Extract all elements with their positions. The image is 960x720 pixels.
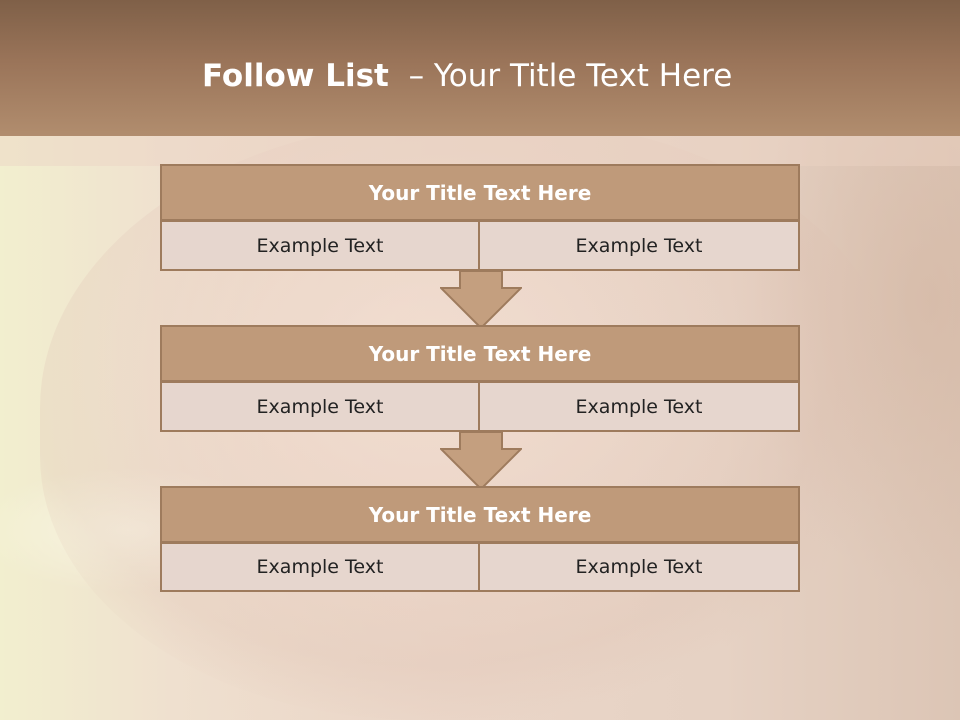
block-cell-right: Example Text xyxy=(480,381,800,432)
down-arrow-icon xyxy=(440,270,522,330)
block-cell-right: Example Text xyxy=(480,542,800,592)
block-title: Your Title Text Here xyxy=(160,164,800,221)
header-bar xyxy=(0,0,960,136)
down-arrow-icon xyxy=(440,431,522,491)
slide-title-bold: Follow List xyxy=(202,58,389,94)
header-shadow-band xyxy=(0,136,960,166)
slide-title-rest: – Your Title Text Here xyxy=(389,58,733,94)
block-title: Your Title Text Here xyxy=(160,486,800,543)
block-cell-left: Example Text xyxy=(160,381,480,432)
block-title: Your Title Text Here xyxy=(160,325,800,382)
block-cell-right: Example Text xyxy=(480,220,800,271)
slide-title: Follow List – Your Title Text Here xyxy=(202,54,732,98)
slide-title-rest-text: – Your Title Text Here xyxy=(408,58,733,94)
block-cell-left: Example Text xyxy=(160,542,480,592)
block-cell-left: Example Text xyxy=(160,220,480,271)
